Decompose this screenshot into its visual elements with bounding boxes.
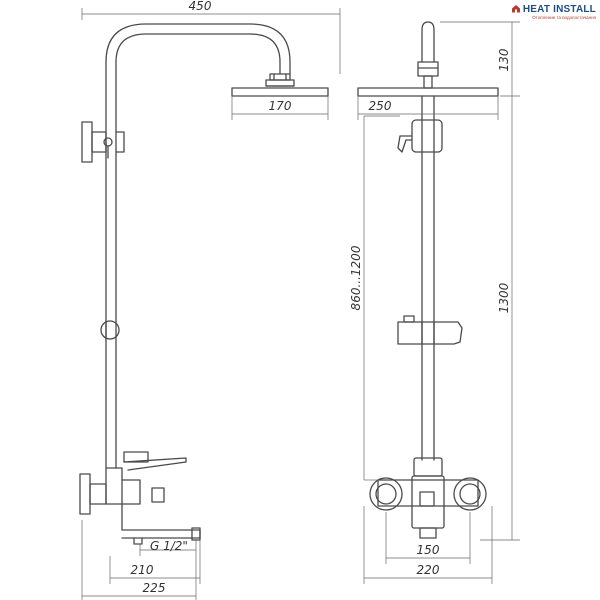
dim-total-height: 1300 bbox=[497, 282, 511, 313]
side-vertical-pipe bbox=[105, 61, 117, 469]
side-mixer bbox=[79, 451, 201, 545]
side-view bbox=[79, 8, 341, 600]
dim-connection-spacing: 150 bbox=[417, 543, 440, 557]
house-icon bbox=[511, 5, 520, 13]
front-shower-head bbox=[357, 75, 499, 97]
front-dimension-lines bbox=[357, 21, 520, 584]
dim-top-width: 450 bbox=[189, 0, 212, 13]
dim-head-height: 130 bbox=[497, 48, 511, 71]
brand-tagline: Отопление та водопостачання bbox=[532, 15, 596, 20]
dim-height-adjust: 860...1200 bbox=[349, 245, 363, 310]
dim-mixer-width: 220 bbox=[417, 563, 440, 577]
side-wall-bracket-upper bbox=[81, 121, 125, 163]
brand-logo: HEAT INSTALL Отопление та водопостачання bbox=[510, 4, 596, 21]
dim-mixer-depth: 225 bbox=[143, 581, 166, 595]
front-top-stub bbox=[417, 21, 439, 77]
front-upper-bracket bbox=[397, 119, 443, 153]
dim-head-side: 170 bbox=[269, 99, 292, 113]
dim-spout-reach: 210 bbox=[131, 563, 154, 577]
front-view bbox=[357, 21, 520, 584]
dimension-labels: 450 170 250 130 860...1200 1300 G 1/2" 2… bbox=[131, 0, 511, 595]
side-dimension-lines bbox=[81, 8, 341, 600]
dim-inlet-thread: G 1/2" bbox=[150, 539, 188, 553]
side-shower-head bbox=[231, 73, 329, 97]
dim-head-front: 250 bbox=[369, 99, 392, 113]
front-vertical-pipe bbox=[421, 95, 435, 461]
front-mixer bbox=[369, 457, 487, 539]
front-slider-holder bbox=[397, 315, 463, 345]
brand-name: HEAT INSTALL bbox=[522, 4, 596, 15]
side-top-arm bbox=[105, 23, 291, 75]
side-slider-ball bbox=[100, 320, 120, 340]
